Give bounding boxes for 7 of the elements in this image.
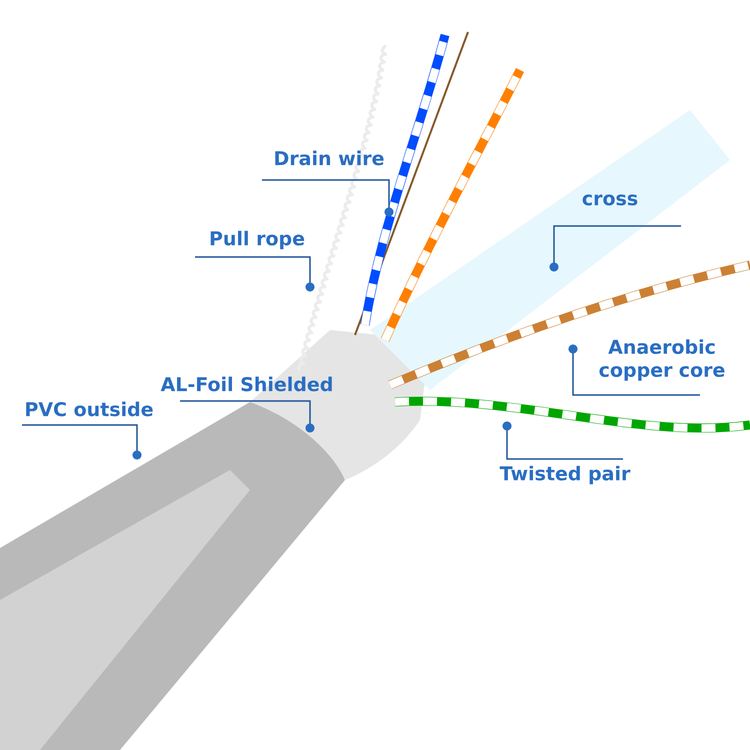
callout-label: cross (582, 194, 638, 206)
callout-label: Drain wire (275, 150, 384, 166)
callout-label: PVC outside (26, 402, 153, 416)
callout-label: Pull rope (210, 230, 304, 250)
callout-label: AL-Foil Shielded (160, 376, 332, 392)
callout-label: Twisted pair (500, 466, 630, 484)
callout-label: Anaerobic copper core (599, 339, 724, 381)
